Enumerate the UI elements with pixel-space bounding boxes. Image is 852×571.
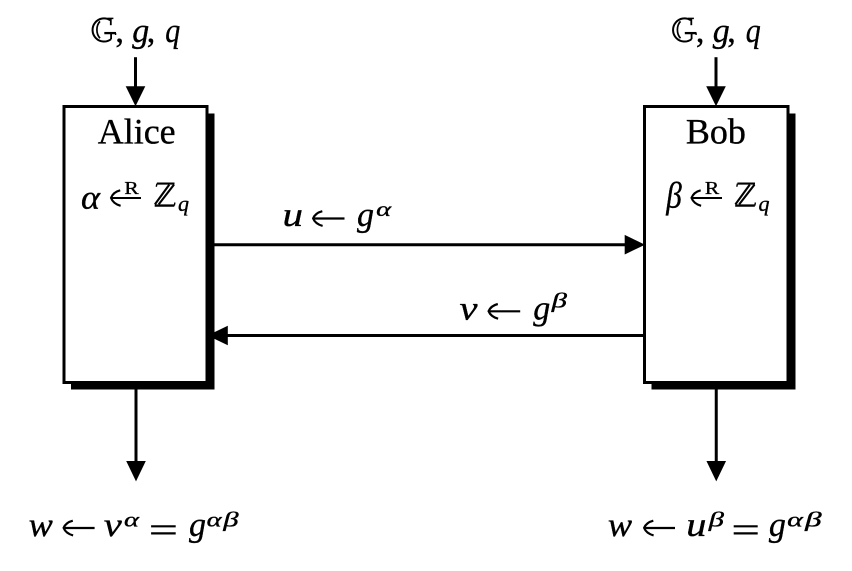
svg-text:R: R [705, 178, 719, 198]
svg-text:q: q [759, 191, 770, 216]
svg-text:,: , [696, 13, 705, 50]
svg-text:g: g [533, 290, 550, 327]
svg-text:w: w [29, 507, 54, 544]
svg-text:u: u [686, 507, 706, 544]
svg-text:q: q [746, 13, 761, 50]
svg-text:,: , [115, 13, 124, 50]
svg-text:q: q [178, 191, 189, 216]
svg-text:β: β [707, 507, 724, 531]
svg-text:α: α [81, 179, 101, 216]
svg-text:v: v [104, 507, 123, 544]
svg-text:Alice: Alice [98, 111, 176, 151]
svg-text:,: , [727, 13, 736, 50]
svg-text:α: α [787, 507, 804, 531]
svg-text:q: q [165, 13, 180, 50]
svg-text:β: β [222, 507, 239, 531]
svg-text:g: g [189, 507, 206, 544]
svg-text:g: g [357, 197, 374, 234]
svg-text:w: w [608, 507, 633, 544]
svg-text:Bob: Bob [686, 111, 746, 151]
svg-text:u: u [283, 197, 304, 234]
svg-text:v: v [460, 290, 479, 327]
svg-text:β: β [804, 507, 823, 531]
svg-text:,: , [147, 13, 156, 50]
svg-text:g: g [713, 13, 730, 50]
svg-text:α: α [124, 507, 140, 531]
svg-text:α: α [207, 507, 223, 531]
svg-text:g: g [132, 13, 149, 50]
svg-text:β: β [665, 175, 682, 216]
svg-text:g: g [769, 507, 786, 544]
svg-text:R: R [124, 178, 138, 198]
svg-text:β: β [550, 288, 567, 312]
svg-text:α: α [376, 197, 392, 221]
